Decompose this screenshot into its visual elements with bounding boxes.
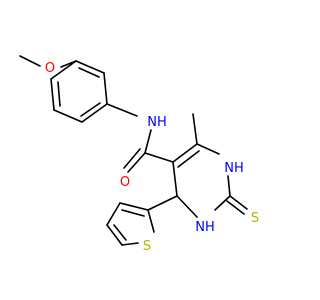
bond-carbonyl-c5 [144, 152, 174, 163]
bond-benzene-inner-1 [78, 67, 100, 78]
amide-nitrogen-label: NH [147, 115, 167, 130]
bond-thiophene-c4-c5-inner [113, 224, 127, 241]
bond-benzene-2 [103, 72, 108, 105]
bond-thiophene-c4-c5 [106, 224, 123, 246]
thiophene-sulfur-label: S [143, 239, 151, 254]
atom-labels: O NH O NH NH S S [45, 61, 259, 254]
bond-carbonyl-double-1 [127, 152, 146, 173]
bond-nitrogen-carbonyl [144, 129, 152, 154]
bond-thiophene-c2-c3 [119, 202, 149, 211]
molecule-drawing: O NH O NH NH S S [19, 55, 259, 254]
bond-thiophene-s-c2 [147, 209, 155, 233]
bond-c6-methyl [192, 113, 198, 145]
bond-c2-thione-2 [226, 200, 245, 215]
ring-nitrogen-upper-label: NH [224, 161, 244, 176]
ring-nitrogen-lower-label: NH [195, 220, 215, 235]
bonds [19, 55, 248, 246]
bond-benzene-6 [50, 60, 77, 80]
bond-ring-nitrogen [106, 103, 138, 117]
bond-carbonyl-double-2 [123, 148, 141, 169]
ether-oxygen-label: O [45, 61, 55, 76]
bond-n3-c4 [176, 195, 198, 218]
bond-benzene-inner-3 [57, 81, 61, 107]
bond-benzene-inner-2 [80, 102, 101, 117]
thione-sulfur-label: S [251, 211, 259, 226]
bond-c4-c5 [172, 161, 178, 197]
bond-c5-c6 [172, 143, 198, 163]
bond-c2-thione-1 [229, 195, 248, 210]
bond-benzene-3 [81, 103, 108, 123]
bond-methyl-oxygen [19, 55, 41, 67]
bond-benzene-4 [53, 109, 83, 123]
bond-thiophene-c5-s [121, 242, 139, 246]
structure-canvas: O NH O NH NH S S [19, 55, 259, 254]
bond-benzene-1 [75, 60, 105, 74]
bond-c2-n3 [214, 195, 231, 211]
bond-c4-thiophene [147, 195, 178, 211]
bond-thiophene-c2-c3-inner [121, 209, 145, 217]
bond-n1-c2 [227, 175, 231, 197]
bond-benzene-5 [50, 78, 55, 111]
bond-thiophene-c3-c4 [106, 202, 121, 226]
bond-c5-c6-inner [177, 150, 200, 168]
carbonyl-oxygen-label: O [120, 175, 130, 190]
bond-c6-n1 [196, 143, 220, 155]
